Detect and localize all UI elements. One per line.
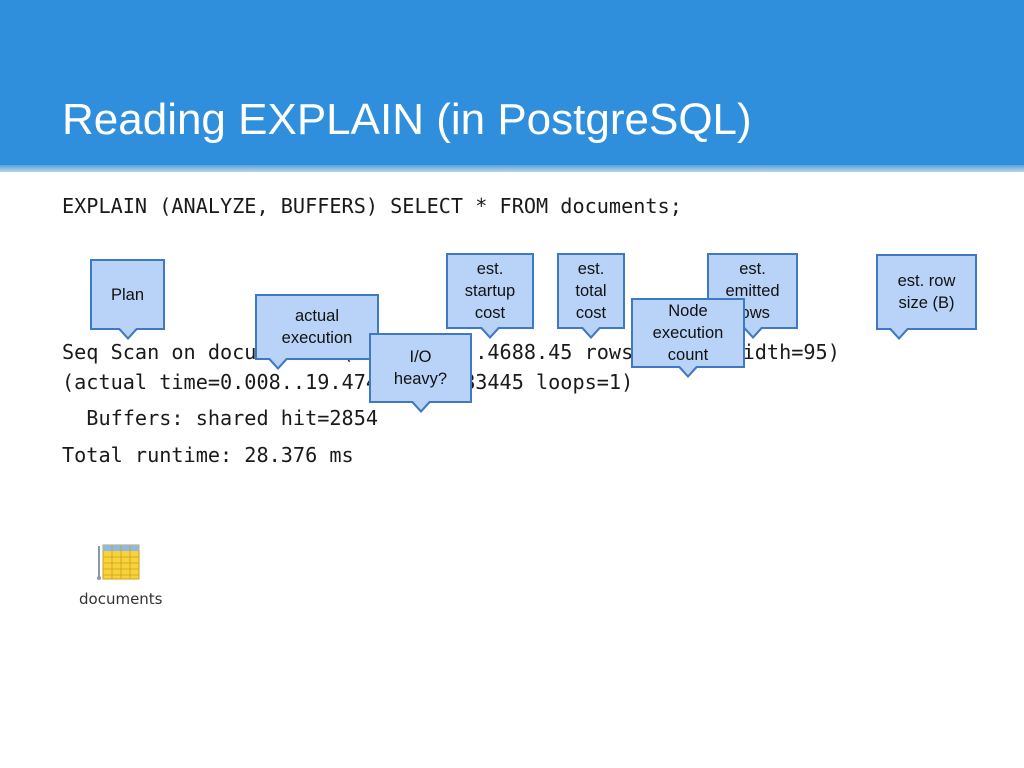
callout-total-cost-text: est. total cost	[575, 260, 607, 322]
callout-node-execution-count-text: Node execution count	[652, 302, 724, 364]
plan-line-buffers: Buffers: shared hit=2854	[62, 406, 379, 430]
plan-line-runtime: Total runtime: 28.376 ms	[62, 443, 354, 467]
database-table-icon	[97, 544, 140, 580]
explain-command: EXPLAIN (ANALYZE, BUFFERS) SELECT * FROM…	[62, 194, 682, 218]
callout-startup-cost-text: est. startup cost	[464, 260, 516, 322]
callout-actual-execution: actual execution	[255, 294, 379, 370]
callout-actual-execution-text: actual execution	[281, 307, 353, 347]
callout-row-size: est. row size (B)	[876, 254, 977, 340]
callout-row-size-text: est. row size (B)	[897, 272, 956, 312]
slide-header	[0, 0, 1024, 165]
callout-node-execution-count: Node execution count	[631, 298, 745, 378]
plan-line-actual: (actual time=0.008..19.474 rows=183445 l…	[62, 370, 634, 394]
callout-io-heavy: I/O heavy?	[369, 333, 472, 413]
callout-plan-text: Plan	[110, 285, 145, 304]
callout-total-cost: est. total cost	[557, 253, 625, 339]
callout-io-heavy-text: I/O heavy?	[393, 348, 448, 388]
callout-plan: Plan	[90, 259, 165, 340]
callout-startup-cost: est. startup cost	[446, 253, 534, 339]
table-label: documents	[79, 590, 163, 608]
slide-title: Reading EXPLAIN (in PostgreSQL)	[62, 95, 752, 144]
header-divider	[0, 165, 1024, 172]
